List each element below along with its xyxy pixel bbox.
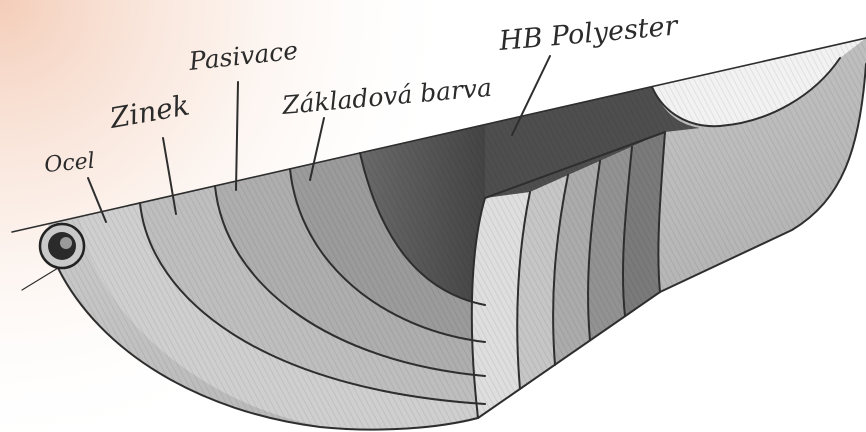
rolled-bead [40, 224, 84, 268]
label-ocel: Ocel [43, 149, 95, 178]
